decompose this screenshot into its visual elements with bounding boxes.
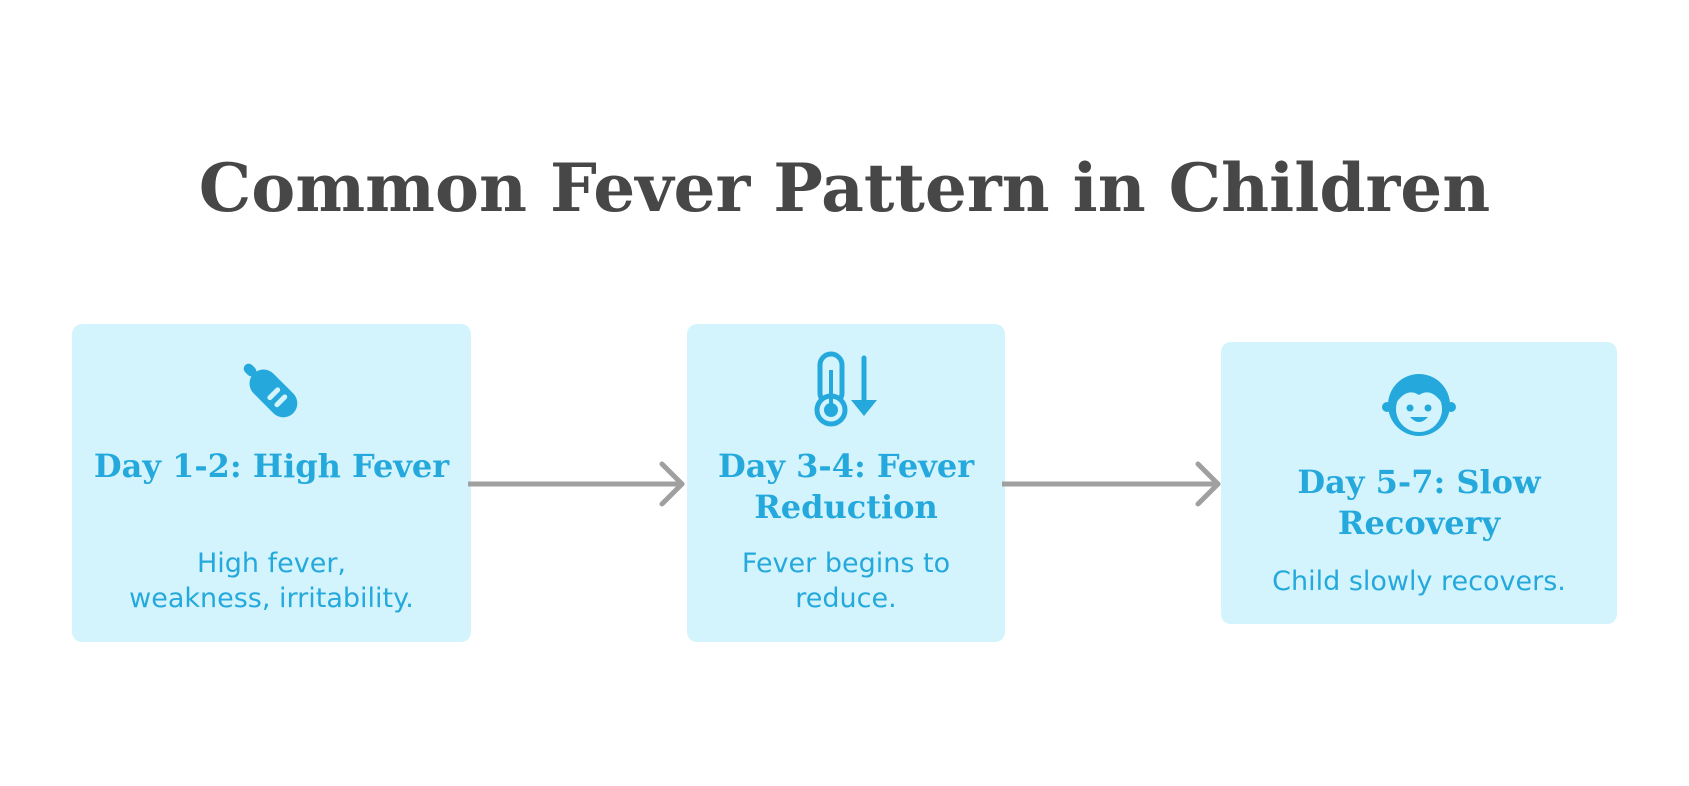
arrow-right-icon (468, 461, 685, 507)
step-description: Fever begins to reduce. (741, 548, 951, 614)
step-heading: Day 1-2: High Fever (93, 447, 450, 485)
temperature-down-icon (806, 350, 886, 434)
step-card-day-1-2: Day 1-2: High Fever High fever, weakness… (72, 324, 471, 642)
step-description: High fever, weakness, irritability. (129, 548, 414, 614)
step-card-day-3-4: Day 3-4: Fever Reduction Fever begins to… (687, 324, 1005, 642)
thermometer-icon (232, 352, 312, 436)
step-description: Child slowly recovers. (1272, 566, 1566, 597)
arrow-right-icon (1002, 461, 1221, 507)
step-card-day-5-7: Day 5-7: Slow Recovery Child slowly reco… (1221, 342, 1617, 624)
step-heading: Day 5-7: Slow Recovery (1297, 463, 1541, 542)
step-heading: Day 3-4: Fever Reduction (717, 447, 975, 526)
child-face-icon (1381, 369, 1457, 443)
diagram-title: Common Fever Pattern in Children (198, 149, 1491, 227)
